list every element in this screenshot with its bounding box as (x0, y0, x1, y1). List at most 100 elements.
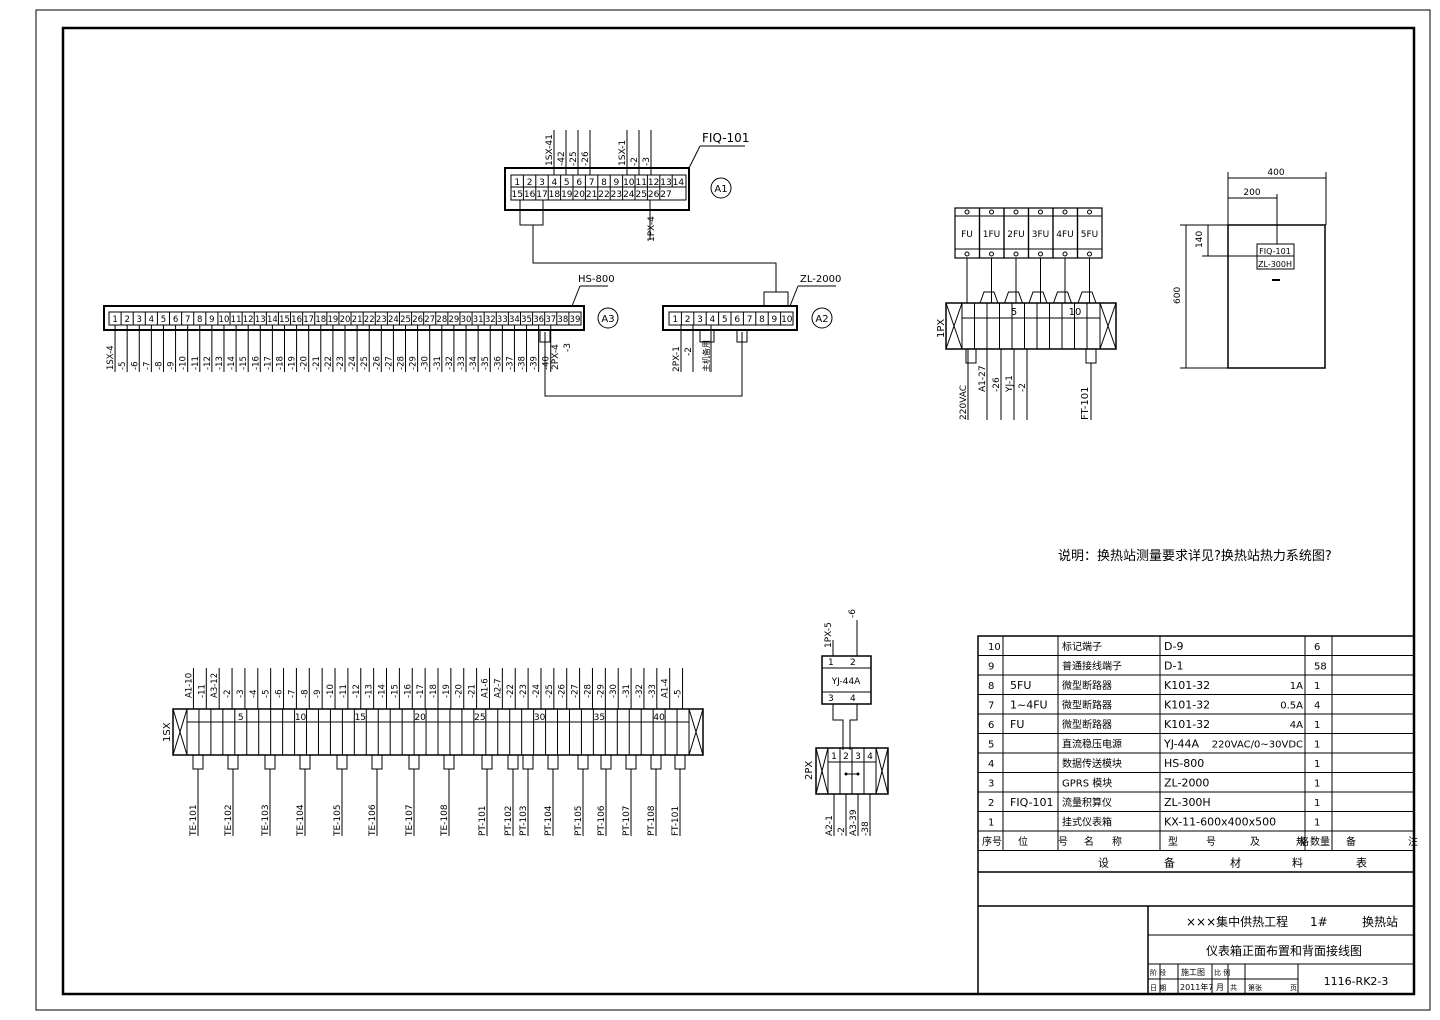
a3-terminal: 18 (315, 315, 326, 325)
a1-top-terminal: 11 (635, 178, 646, 188)
a3-terminal: 26 (412, 315, 423, 325)
fuse-label: 1FU (983, 230, 1001, 240)
sx-top-wire-label: -11 (197, 684, 207, 698)
sx-top-wire-label: -6 (275, 690, 285, 698)
bom-header-cell: 位 (1018, 835, 1028, 848)
pm-pin-1: 1 (828, 658, 834, 668)
a3-terminal: 4 (149, 315, 154, 325)
a3-wire-label: -40 (542, 356, 552, 370)
a3-2px-wire: 2PX-4 (551, 344, 561, 370)
a2-wire-label: 主机备用 (701, 340, 711, 372)
a3-terminal: 39 (570, 315, 581, 325)
bom-no: 3 (988, 779, 994, 790)
a1-bottom-terminal: 23 (611, 190, 622, 200)
bom-position: 1~4FU (1010, 699, 1048, 712)
sx-top-wire-label: -22 (506, 684, 516, 698)
cabinet-label-2: ZL-300H (1258, 260, 1292, 269)
a1-bottom-terminal: 16 (524, 190, 536, 200)
a2-terminal: 5 (722, 315, 728, 325)
pm-pin-4: 4 (850, 694, 856, 704)
a2-terminal: 3 (697, 315, 703, 325)
a1-bottom-terminal: 21 (586, 190, 597, 200)
a3-terminal: 34 (509, 315, 520, 325)
sx-bottom-label: PT-106 (597, 805, 607, 836)
bom-caption-char: 设 (1098, 857, 1109, 870)
sx-bottom-label: PT-102 (504, 805, 514, 836)
bom-header-cell: 号 (1206, 836, 1216, 848)
bom-header-cell: 数量 (1310, 835, 1330, 848)
a3-terminal: 5 (161, 315, 166, 325)
bom-no: 1 (988, 818, 994, 829)
a3-wire-label: -18 (275, 356, 285, 370)
sx-bottom-label: TE-105 (333, 804, 343, 837)
a3-terminal: 8 (197, 315, 202, 325)
a2-terminal: 10 (781, 315, 793, 325)
a3-wire-label: -11 (191, 356, 201, 370)
sx-mark: 30 (534, 713, 546, 723)
a3-wire-label: -19 (288, 356, 298, 370)
a3-terminal: 6 (173, 315, 178, 325)
sx-label: 1SX (162, 722, 173, 742)
sx-top-wire-label: -8 (300, 690, 310, 698)
sx-top-wire-label: -31 (622, 684, 632, 698)
sx-top-wire-label: -17 (416, 684, 426, 698)
cabinet-label-1: FIQ-101 (1259, 247, 1291, 256)
sx-mark: 20 (414, 713, 426, 723)
connection-wires (519, 200, 789, 397)
a3-terminal: 37 (545, 315, 556, 325)
pm-wire-top-1: 1PX-5 (824, 622, 834, 648)
pm-wire-bottom-3: A3-39 (849, 809, 859, 836)
a3-wire-label: -10 (179, 356, 189, 370)
bom-header-cell: 名 (1084, 835, 1094, 848)
bom-qty: 1 (1314, 779, 1320, 790)
px1-mark-10: 10 (1069, 307, 1082, 318)
a1-top-terminal: 12 (648, 178, 659, 188)
a1-bottom-terminal: 17 (536, 190, 547, 200)
px2-label: 2PX (804, 761, 815, 780)
sx-top-wire-label: -28 (583, 684, 593, 698)
px2-num-4: 4 (867, 752, 873, 762)
bom-name: 微型断路器 (1062, 718, 1112, 731)
a1-bottom-terminal: 15 (511, 190, 522, 200)
a3-wire-label: -7 (142, 362, 152, 370)
sx-top-wire-label: -9 (313, 690, 323, 698)
fuse-label: 2FU (1007, 230, 1025, 240)
fuse-panel-wire-label: A1-27 (978, 365, 988, 392)
tb-drawing-title: 仪表箱正面布置和背面接线图 (1206, 943, 1362, 958)
sx-top-wire-label: -24 (532, 684, 542, 698)
sx-top-wire-label: -18 (429, 684, 439, 698)
a1-bottom-terminal: 20 (573, 190, 585, 200)
sx-top-wire-label: -11 (339, 684, 349, 698)
bom-name: 标记端子 (1062, 640, 1102, 653)
a3-terminal: 21 (352, 315, 363, 325)
bom-position: 5FU (1010, 679, 1031, 692)
outer-border (35, 9, 1431, 1011)
sx-top-wire-label: A2-7 (493, 678, 503, 698)
pm-wire-top-2: -6 (848, 609, 858, 618)
a3-terminal: 1 (112, 315, 117, 325)
a3-terminal: 3 (137, 315, 142, 325)
a1-top-terminal: 2 (527, 178, 533, 188)
a3-wire-label: -17 (263, 356, 273, 370)
a1-bottom-terminal: 24 (623, 190, 635, 200)
sx-mark: 35 (594, 713, 605, 723)
a3-terminal: 15 (279, 315, 290, 325)
a1-top-terminal: 8 (601, 178, 607, 188)
bom-qty: 1 (1314, 798, 1320, 809)
a3-wire-label: -26 (372, 356, 382, 370)
sx-top-wire-label: -7 (287, 690, 297, 698)
a1-tag: FIQ-101 (702, 131, 749, 145)
sx-top-wire-label: -32 (635, 684, 645, 698)
a2-terminal: 2 (685, 315, 691, 325)
tb-date-label: 日 期 (1150, 984, 1166, 992)
pm-name: YJ-44A (831, 677, 862, 687)
pm-wire-bottom-2: -2 (837, 827, 847, 836)
bom-qty: 1 (1314, 740, 1320, 751)
bom-header-cell: 格 (1299, 835, 1309, 848)
tb-date: 2011年7 月 (1180, 982, 1224, 992)
bom-no: 8 (988, 681, 994, 692)
sx-top-wire-label: A3-12 (210, 673, 220, 698)
